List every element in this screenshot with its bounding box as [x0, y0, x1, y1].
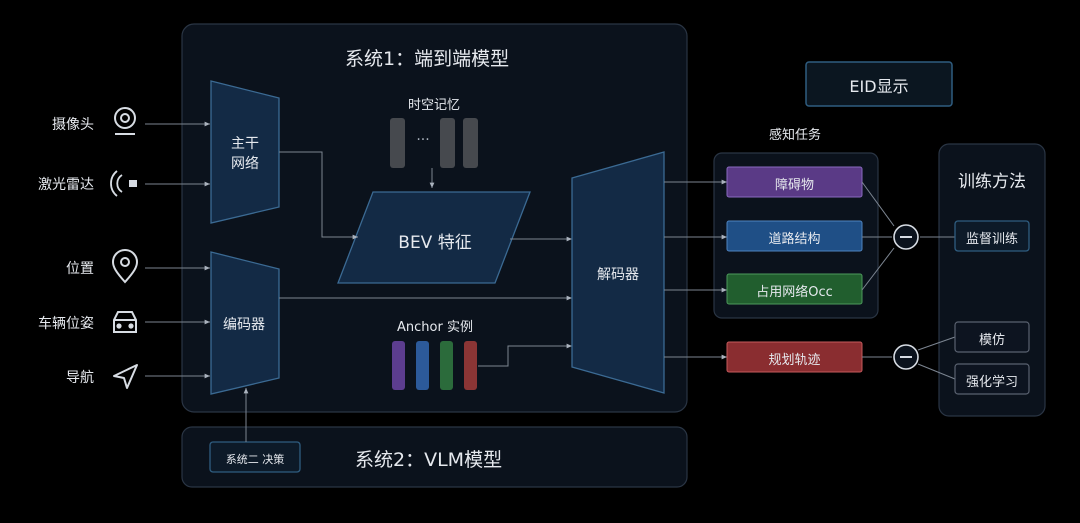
backbone-block [210, 80, 280, 224]
road-structure-box [726, 220, 863, 252]
occupancy-box [726, 273, 863, 305]
bev-label: BEV 特征 [398, 233, 472, 253]
occupancy-label: 占用网络Occ [756, 285, 833, 300]
supervised-label: 监督训练 [965, 232, 1018, 247]
memory-bars [390, 118, 478, 168]
bev-feature-block [337, 191, 531, 284]
supervised-training-box [954, 220, 1030, 252]
encoder-block [210, 251, 280, 395]
backbone-label-line1: 主干 [231, 136, 259, 152]
system2-panel [181, 426, 688, 488]
vehicle-pose-label: 车辆位姿 [38, 316, 94, 332]
memory-title: 时空记忆 [407, 98, 460, 113]
decision-box [209, 441, 301, 473]
location-pin-icon [111, 249, 139, 284]
training-title: 训练方法 [958, 172, 1026, 192]
system2-title: 系统2：VLM模型 [355, 449, 503, 471]
decoder-label: 解码器 [597, 267, 639, 283]
car-icon [113, 311, 137, 333]
road-structure-label: 道路结构 [768, 232, 821, 247]
system1-title: 系统1：端到端模型 [345, 48, 510, 70]
perception-title: 感知任务 [768, 128, 821, 143]
eid-box [805, 61, 953, 107]
backbone-label-line2: 网络 [231, 156, 259, 172]
navigation-label: 导航 [66, 370, 94, 386]
lidar-label: 激光雷达 [38, 177, 94, 193]
anchor-bars [392, 341, 477, 390]
memory-ellipsis: ··· [416, 132, 430, 148]
lidar-icon [110, 170, 137, 197]
anchor-title: Anchor 实例 [397, 320, 473, 335]
camera-label: 摄像头 [52, 117, 94, 133]
eid-label: EID显示 [849, 77, 909, 96]
rl-box [954, 363, 1030, 395]
imitation-box [954, 321, 1030, 353]
encoder-label: 编码器 [223, 317, 265, 333]
input-arrows [145, 121, 210, 379]
decoder-output-arrows [664, 179, 727, 360]
rl-label: 强化学习 [965, 375, 1018, 390]
imitation-label: 模仿 [978, 333, 1005, 348]
decoder-block [571, 151, 665, 394]
navigation-arrow-icon [113, 364, 138, 389]
position-label: 位置 [66, 261, 94, 277]
loss-lines [861, 181, 956, 380]
minus-circle-icon [893, 344, 919, 370]
camera-icon [114, 107, 136, 135]
planning-label: 规划轨迹 [768, 353, 821, 368]
obstacle-label: 障碍物 [774, 178, 814, 193]
decision-label: 系统二 决策 [225, 453, 285, 466]
minus-circle-icon [893, 224, 919, 250]
